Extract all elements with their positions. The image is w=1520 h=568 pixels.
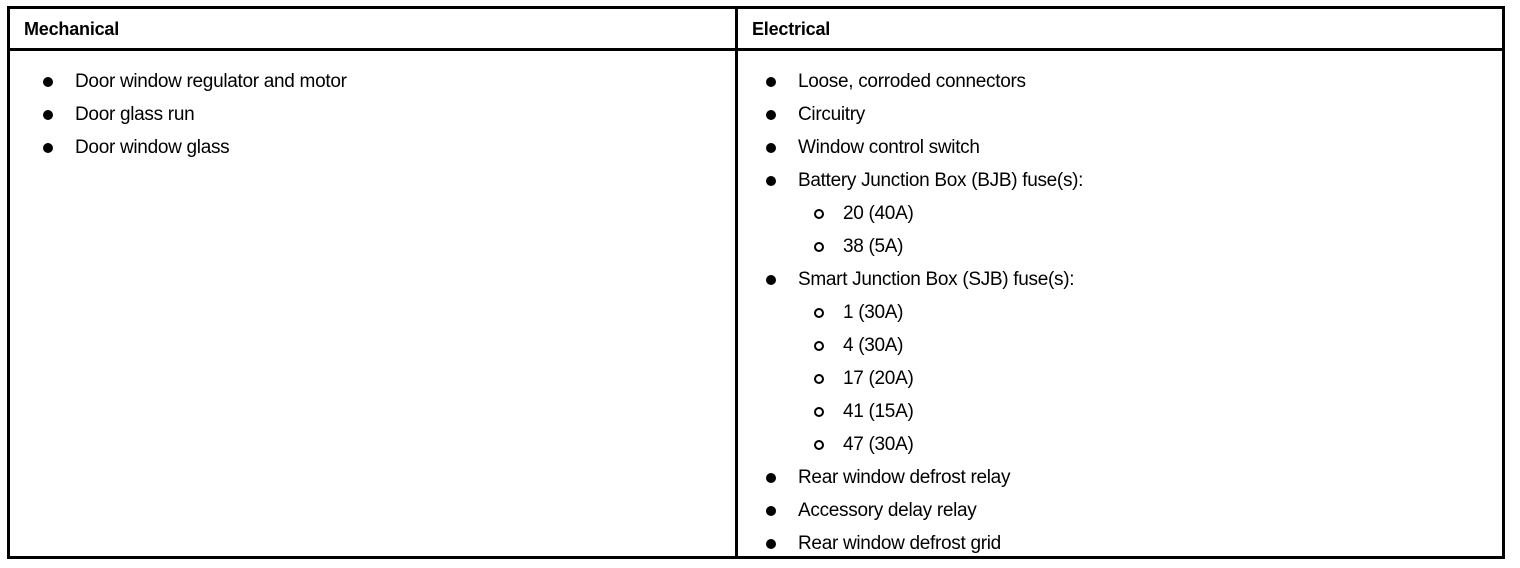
bullet-circle-icon [814, 406, 824, 417]
column-header-mechanical: Mechanical [24, 18, 120, 39]
bullet-disc-icon [766, 505, 776, 516]
list-item-label: 1 (30A) [843, 302, 904, 323]
list-item: 1 (30A) [738, 296, 1502, 329]
list-item: 20 (40A) [738, 197, 1502, 230]
list-item-label: 38 (5A) [843, 236, 904, 257]
list-item-label: Rear window defrost grid [798, 533, 1001, 554]
table-header-row: Mechanical Electrical [10, 9, 1502, 51]
list-item: Loose, corroded connectors [738, 65, 1502, 98]
list-item: 38 (5A) [738, 230, 1502, 263]
bullet-disc-icon [766, 142, 776, 153]
list-item: 4 (30A) [738, 329, 1502, 362]
list-item-label: Battery Junction Box (BJB) fuse(s): [798, 170, 1084, 191]
list-item-label: Door window regulator and motor [75, 71, 347, 92]
list-item: 47 (30A) [738, 428, 1502, 461]
bullet-disc-icon [766, 175, 776, 186]
bullet-disc-icon [766, 538, 776, 549]
bullet-circle-icon [814, 208, 824, 219]
list-item-label: 41 (15A) [843, 401, 914, 422]
list-item-label: Door glass run [75, 104, 195, 125]
bullet-disc-icon [766, 274, 776, 285]
list-item-label: Rear window defrost relay [798, 467, 1011, 488]
list-item-label: 17 (20A) [843, 368, 914, 389]
bullet-circle-icon [814, 307, 824, 318]
column-header-electrical: Electrical [752, 18, 831, 39]
list-item: Rear window defrost grid [738, 527, 1502, 560]
list-item: Rear window defrost relay [738, 461, 1502, 494]
list-item: Door window regulator and motor [10, 65, 735, 98]
list-item: Circuitry [738, 98, 1502, 131]
list-item: Battery Junction Box (BJB) fuse(s): [738, 164, 1502, 197]
list-item: Door window glass [10, 131, 735, 164]
bullet-disc-icon [766, 76, 776, 87]
symptom-chart-table: Mechanical Electrical Door window regula… [7, 6, 1505, 559]
bullet-circle-icon [814, 439, 824, 450]
list-item: 17 (20A) [738, 362, 1502, 395]
list-item-label: Smart Junction Box (SJB) fuse(s): [798, 269, 1075, 290]
list-item: Window control switch [738, 131, 1502, 164]
bullet-disc-icon [766, 472, 776, 483]
list-item: Accessory delay relay [738, 494, 1502, 527]
list-item-label: Door window glass [75, 137, 230, 158]
bullet-disc-icon [43, 76, 53, 87]
bullet-disc-icon [43, 109, 53, 120]
list-item: 41 (15A) [738, 395, 1502, 428]
header-cell-electrical: Electrical [738, 9, 1502, 48]
list-item-label: Window control switch [798, 137, 980, 158]
list-item-label: Accessory delay relay [798, 500, 977, 521]
bullet-circle-icon [814, 241, 824, 252]
list-item: Door glass run [10, 98, 735, 131]
list-item: Smart Junction Box (SJB) fuse(s): [738, 263, 1502, 296]
bullet-circle-icon [814, 373, 824, 384]
bullet-circle-icon [814, 340, 824, 351]
list-item-label: 20 (40A) [843, 203, 914, 224]
list-item-label: 4 (30A) [843, 335, 904, 356]
list-item-label: Loose, corroded connectors [798, 71, 1026, 92]
bullet-disc-icon [766, 109, 776, 120]
header-cell-mechanical: Mechanical [10, 9, 738, 48]
bullet-disc-icon [43, 142, 53, 153]
list-item-label: 47 (30A) [843, 434, 914, 455]
list-item-label: Circuitry [798, 104, 865, 125]
